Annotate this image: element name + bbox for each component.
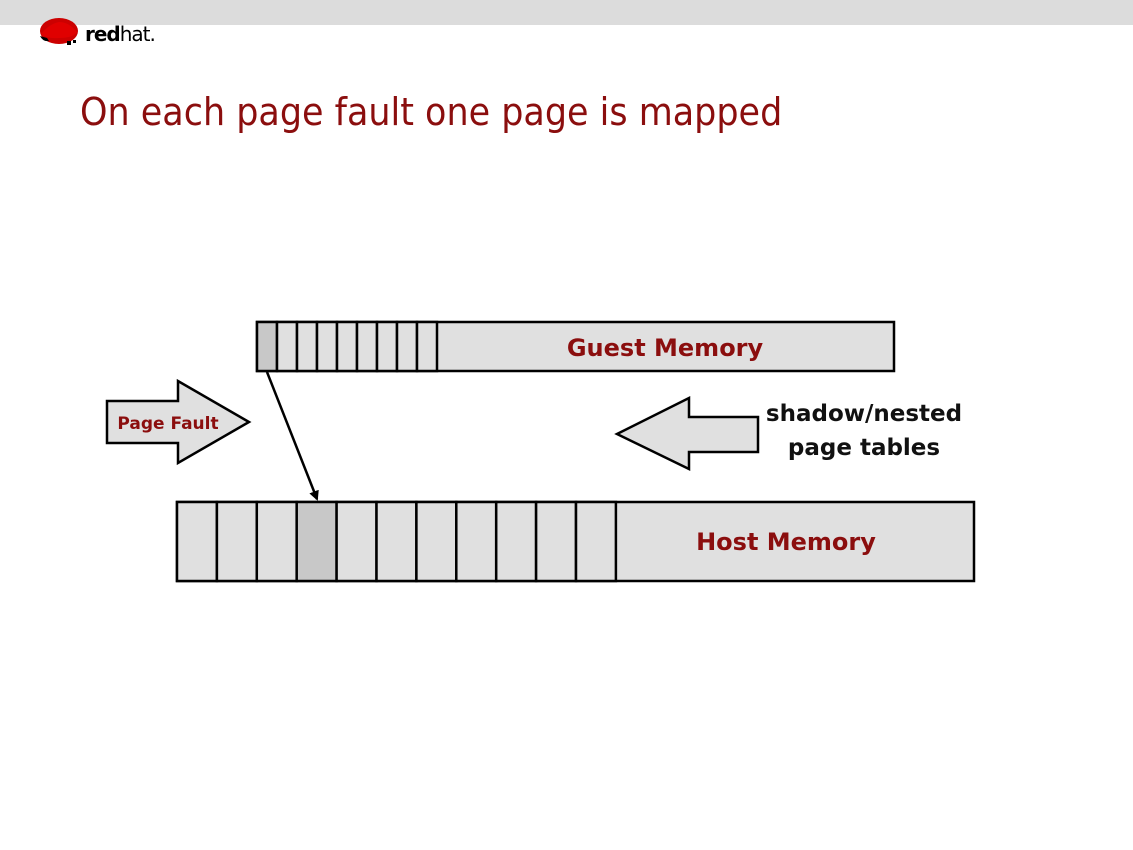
guest-page-cell — [395, 320, 419, 373]
guest-page-cell — [255, 320, 279, 373]
arrow-left-icon — [614, 395, 760, 471]
host-page-cell — [335, 500, 378, 583]
host-memory-label: Host Memory — [696, 528, 876, 556]
page-fault-label: Page Fault — [117, 414, 218, 434]
host-page-cell — [534, 500, 578, 583]
page-tables-label-line1: shadow/nested — [766, 401, 962, 427]
guest-page-cell — [275, 320, 299, 373]
page-tables-label-line2: page tables — [788, 435, 940, 461]
guest-page-cell — [355, 320, 379, 373]
host-memory-block: Host Memory — [175, 500, 976, 583]
host-page-cell — [494, 500, 538, 583]
host-page-cell — [574, 500, 618, 583]
page-mapping-arrow — [265, 371, 319, 501]
host-memory-pages — [175, 500, 618, 583]
guest-memory-block: Guest Memory — [255, 320, 896, 373]
host-page-cell — [415, 500, 458, 583]
host-page-cell — [255, 500, 298, 583]
arrow-right-icon — [105, 378, 252, 466]
top-bar — [0, 0, 1133, 25]
redhat-shadowman-icon — [40, 18, 78, 45]
guest-page-cell — [415, 320, 439, 373]
guest-memory-pages — [255, 320, 439, 373]
page-tables-arrow: shadow/nested page tables — [614, 395, 962, 471]
slide-title: On each page fault one page is mapped — [80, 90, 783, 134]
guest-page-cell — [315, 320, 339, 373]
host-page-cell — [455, 500, 498, 583]
host-page-cell — [375, 500, 418, 583]
host-page-cell — [295, 500, 338, 583]
page-fault-arrow: Page Fault — [105, 378, 252, 466]
guest-memory-label: Guest Memory — [567, 334, 764, 362]
logo-text: redhat. — [85, 22, 156, 46]
guest-page-cell — [295, 320, 319, 373]
guest-page-cell — [335, 320, 359, 373]
redhat-logo: redhat. — [37, 13, 156, 49]
guest-page-cell — [375, 320, 399, 373]
host-page-cell — [175, 500, 219, 583]
host-page-cell — [215, 500, 259, 583]
